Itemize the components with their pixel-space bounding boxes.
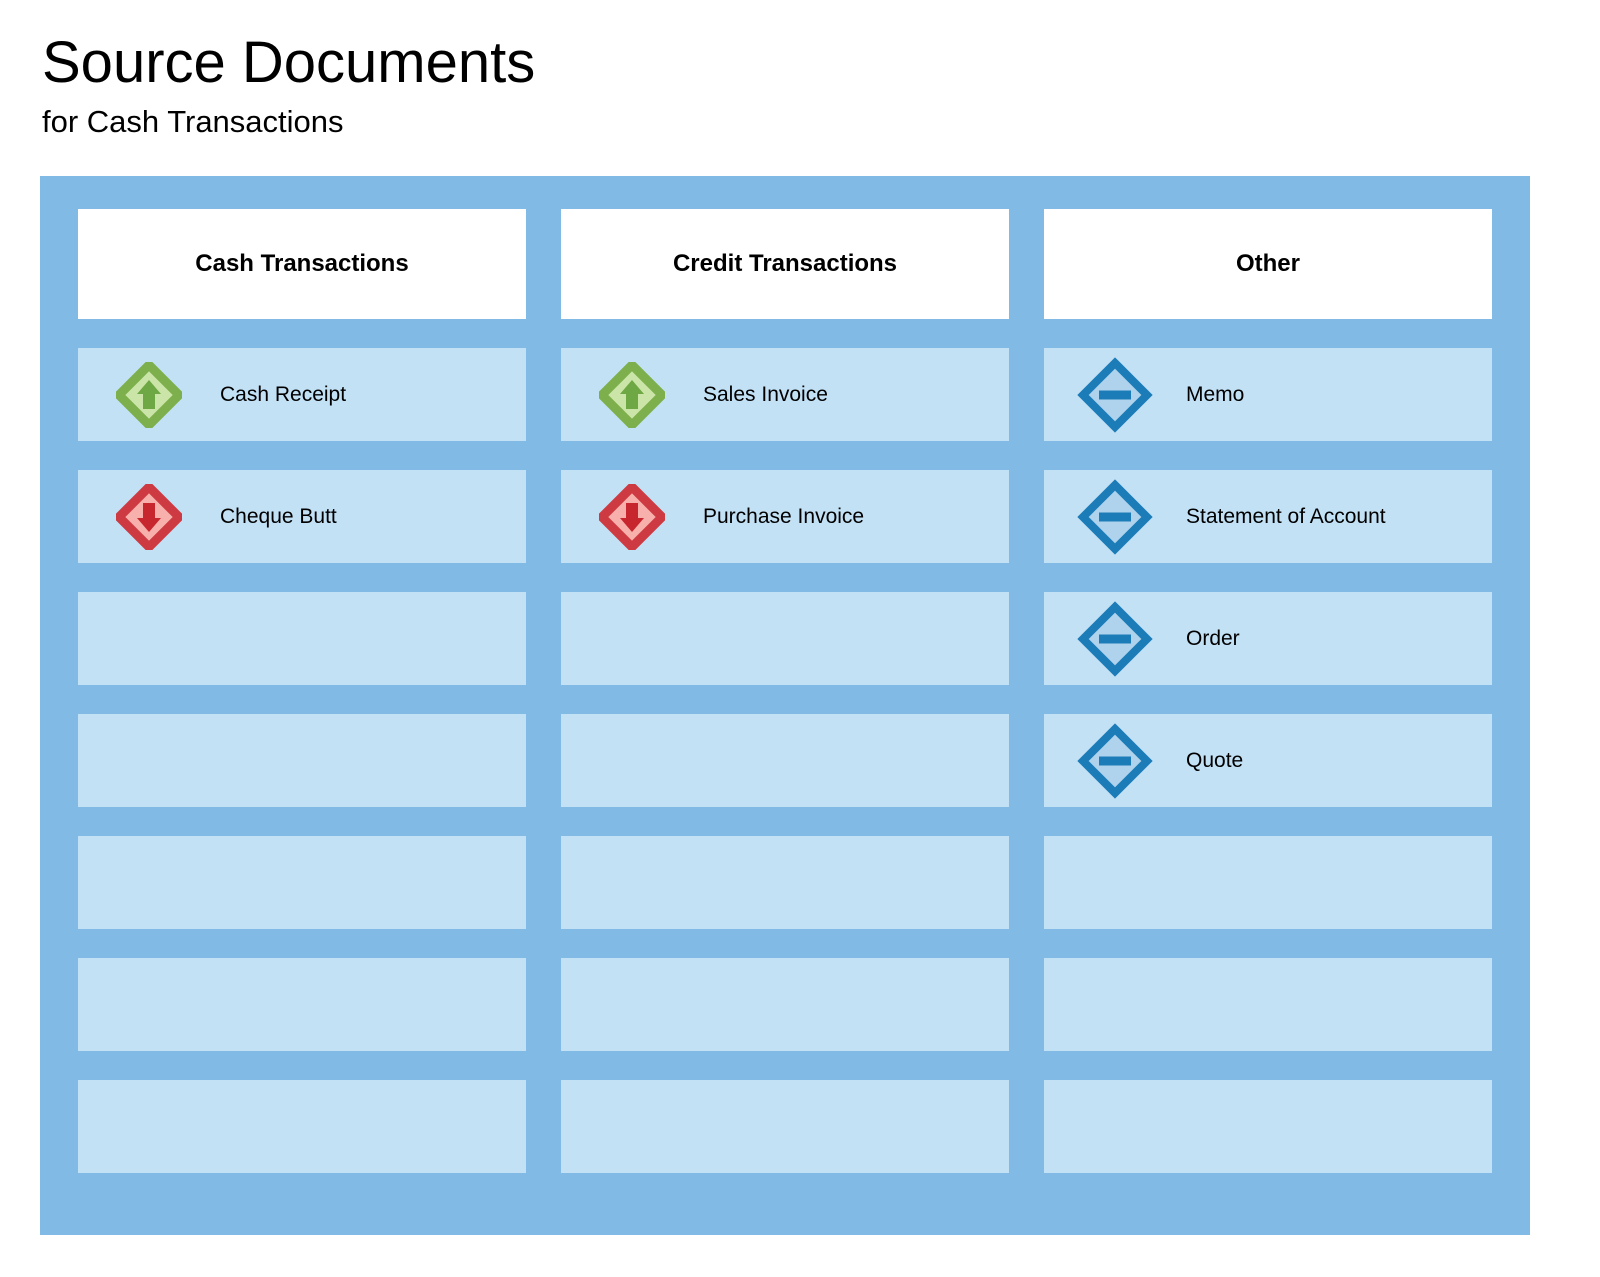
diamond-minus-blue-icon — [1044, 722, 1186, 799]
column-cash-transactions: Cash Transactions Cash Receipt Cheque Bu… — [78, 209, 526, 1173]
document-item-cell[interactable]: Order — [1044, 592, 1492, 685]
page-subtitle: for Cash Transactions — [42, 104, 344, 139]
empty-cell[interactable] — [78, 714, 526, 807]
column-header-label: Other — [1235, 250, 1300, 277]
diamond-down-arrow-red-icon — [78, 483, 220, 550]
empty-cell[interactable] — [561, 836, 1009, 929]
diamond-minus-blue-icon — [1044, 356, 1186, 433]
column-credit-transactions: Credit Transactions Sales Invoice Purcha… — [561, 209, 1009, 1173]
column-header-cash-transactions[interactable]: Cash Transactions — [78, 209, 526, 319]
document-item-label: Cheque Butt — [220, 504, 337, 528]
column-header-label: Credit Transactions — [672, 250, 898, 277]
document-item-cell[interactable]: Statement of Account — [1044, 470, 1492, 563]
document-item-label: Sales Invoice — [703, 382, 828, 406]
document-item-label: Statement of Account — [1186, 504, 1386, 528]
empty-cell[interactable] — [561, 958, 1009, 1051]
column-header-other[interactable]: Other — [1044, 209, 1492, 319]
diamond-minus-blue-icon — [1044, 478, 1186, 555]
source-documents-board: Cash Transactions Cash Receipt Cheque Bu… — [40, 176, 1530, 1235]
column-header-label: Cash Transactions — [195, 250, 409, 277]
diamond-down-arrow-red-icon — [561, 483, 703, 550]
document-item-cell[interactable]: Purchase Invoice — [561, 470, 1009, 563]
empty-cell[interactable] — [1044, 836, 1492, 929]
diamond-up-arrow-green-icon — [561, 361, 703, 428]
empty-cell[interactable] — [78, 592, 526, 685]
empty-cell[interactable] — [78, 836, 526, 929]
document-item-label: Memo — [1186, 382, 1245, 406]
empty-cell[interactable] — [561, 592, 1009, 685]
diamond-minus-blue-icon — [1044, 600, 1186, 677]
columns-grid: Cash Transactions Cash Receipt Cheque Bu… — [78, 209, 1492, 1173]
empty-cell[interactable] — [78, 958, 526, 1051]
column-header-credit-transactions[interactable]: Credit Transactions — [561, 209, 1009, 319]
column-other: Other Memo Statement of Account Order Qu… — [1044, 209, 1492, 1173]
empty-cell[interactable] — [1044, 1080, 1492, 1173]
document-item-label: Cash Receipt — [220, 382, 347, 406]
document-item-label: Purchase Invoice — [703, 504, 865, 528]
document-item-cell[interactable]: Cheque Butt — [78, 470, 526, 563]
document-item-cell[interactable]: Sales Invoice — [561, 348, 1009, 441]
document-item-cell[interactable]: Quote — [1044, 714, 1492, 807]
diamond-up-arrow-green-icon — [78, 361, 220, 428]
page-title: Source Documents — [42, 30, 536, 95]
document-item-cell[interactable]: Cash Receipt — [78, 348, 526, 441]
document-item-label: Order — [1186, 626, 1240, 650]
document-item-cell[interactable]: Memo — [1044, 348, 1492, 441]
document-item-label: Quote — [1186, 748, 1244, 772]
empty-cell[interactable] — [78, 1080, 526, 1173]
empty-cell[interactable] — [561, 1080, 1009, 1173]
title-block: Source Documents for Cash Transactions — [42, 30, 942, 140]
empty-cell[interactable] — [1044, 958, 1492, 1051]
empty-cell[interactable] — [561, 714, 1009, 807]
